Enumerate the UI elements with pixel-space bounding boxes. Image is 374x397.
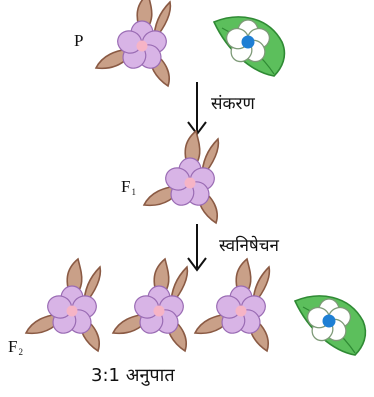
f1-purple-flower bbox=[144, 131, 218, 223]
f2-purple-flower-3 bbox=[195, 259, 269, 351]
f2-purple-flower-1 bbox=[26, 259, 100, 351]
f1-generation-label: F1 bbox=[121, 178, 136, 197]
f2-white-flower bbox=[295, 296, 365, 355]
f2-purple-flower-2 bbox=[113, 259, 187, 351]
parent-white-flower bbox=[214, 17, 284, 76]
p-generation-label: P bbox=[74, 32, 83, 49]
self-step-label: स्वनिषेचन bbox=[219, 238, 279, 255]
ratio-label: 3:1 अनुपात bbox=[91, 367, 175, 385]
cross-step-label: संकरण bbox=[211, 96, 255, 113]
parent-purple-flower bbox=[96, 0, 170, 86]
f2-generation-label: F2 bbox=[8, 338, 23, 357]
